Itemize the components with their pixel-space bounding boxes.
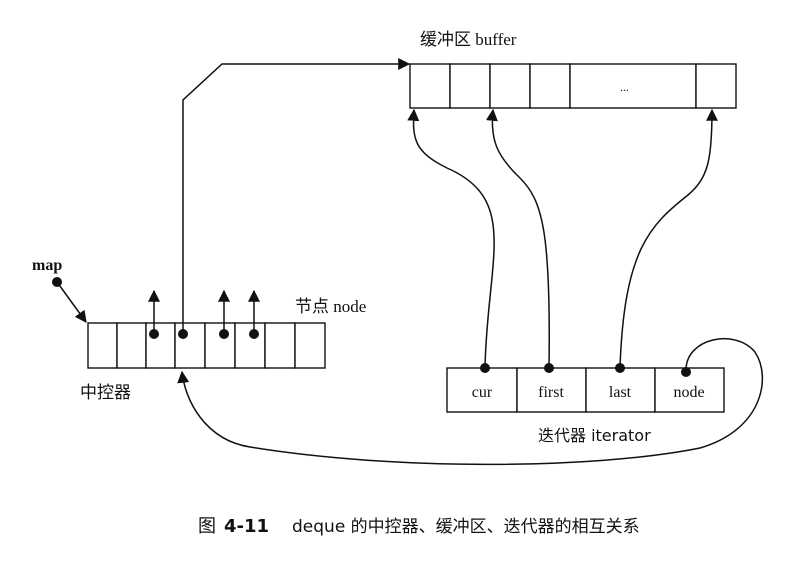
first-pointer-dot: [544, 363, 554, 373]
map-cell-current: [174, 322, 206, 369]
map-cell: [145, 322, 176, 369]
caption-number: 4-11: [224, 516, 269, 537]
current-node-to-buffer-arrow: [182, 58, 411, 334]
iterator-label: 迭代器 iterator: [538, 426, 651, 445]
caption-text: deque 的中控器、缓冲区、迭代器的相互关系: [292, 517, 640, 537]
node-pointer-dot: [219, 329, 229, 339]
iterator-field-box: [446, 367, 518, 413]
current-node-dot: [178, 329, 188, 339]
buffer-cell-ellipsis: [569, 63, 697, 109]
iterator-field-box: [585, 367, 656, 413]
map-cell: [264, 322, 296, 369]
iterator: cur first last node 迭代器 iterator: [177, 108, 764, 466]
iterator-field-node: node: [673, 384, 704, 401]
map-pointer: map: [32, 257, 87, 323]
node-field-dot: [681, 367, 691, 377]
buffer-label: 缓冲区 buffer: [420, 30, 517, 49]
iterator-field-first: first: [538, 384, 564, 401]
node-pointer-dot: [249, 329, 259, 339]
first-pointer-arrow: [485, 108, 551, 369]
iterator-field-last: last: [609, 384, 632, 401]
map-cell: [116, 322, 147, 369]
map-pointer-dot: [52, 277, 62, 287]
last-pointer-arrow: [619, 108, 718, 369]
map-cell: [234, 322, 266, 369]
buffer-cell: [529, 63, 571, 109]
cur-pointer-arrow: [407, 108, 495, 369]
last-pointer-dot: [615, 363, 625, 373]
buffer: ... 缓冲区 buffer: [409, 30, 737, 109]
buffer-cell: [449, 63, 491, 109]
cur-pointer-dot: [480, 363, 490, 373]
caption-prefix: 图: [198, 516, 216, 537]
buffer-cell: [489, 63, 531, 109]
figure-caption: 图 4-11 deque 的中控器、缓冲区、迭代器的相互关系: [198, 516, 640, 537]
map-cell: [204, 322, 236, 369]
map-cell: [87, 322, 118, 369]
node-pointer-to-map-arrow: [177, 337, 764, 466]
controller-label: 中控器: [80, 383, 131, 403]
node-label: 节点 node: [295, 297, 366, 316]
map-pointer-label: map: [32, 257, 62, 274]
map-controller: 节点 node 中控器: [80, 58, 411, 403]
buffer-cell: [409, 63, 451, 109]
iterator-field-box: [654, 367, 725, 413]
buffer-cell: [695, 63, 737, 109]
map-pointer-arrow: [56, 281, 87, 323]
map-cell: [294, 322, 326, 369]
buffer-ellipsis: ...: [620, 80, 629, 94]
iterator-field-cur: cur: [472, 384, 493, 401]
node-pointer-dot: [149, 329, 159, 339]
